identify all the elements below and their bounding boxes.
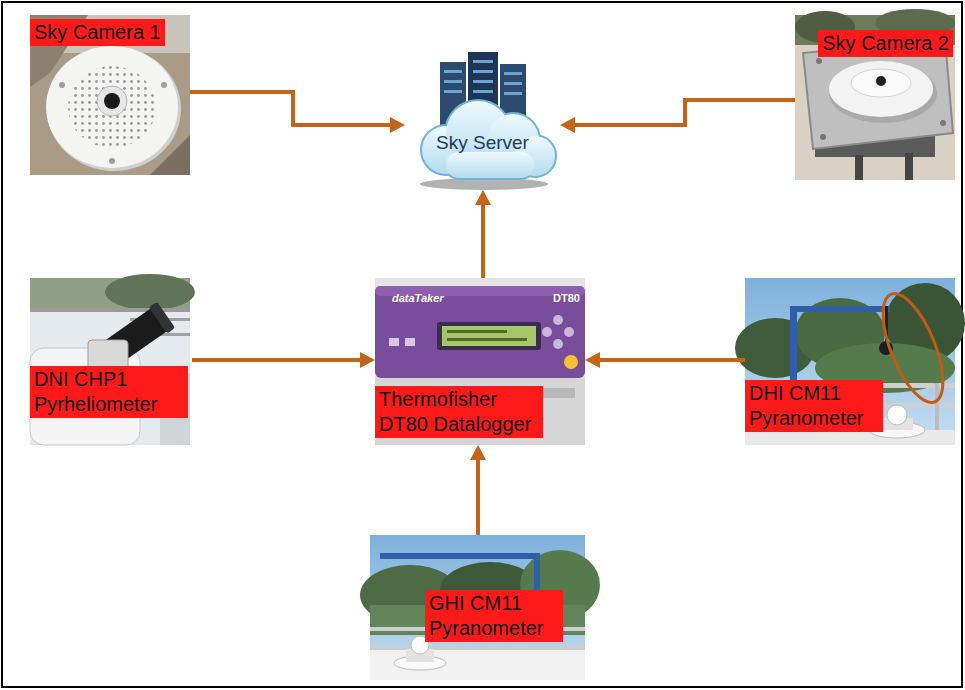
sensor-box: DNI CHP1 Pyrheliometer <box>30 278 192 445</box>
server-cloud: Sky Server <box>405 45 560 190</box>
data-arrow <box>190 92 405 133</box>
device-label: Sky Camera 2 <box>818 30 953 57</box>
device-label: Thermofisher DT80 Datalogger <box>375 386 543 438</box>
camera-box: Sky Camera 1 <box>30 15 190 175</box>
device-label: GHI CM11 Pyranometer <box>425 590 563 642</box>
arrow-line <box>476 458 480 535</box>
data-arrow <box>560 100 795 133</box>
arrow-head <box>470 445 486 460</box>
pyranometer-photo <box>735 278 965 445</box>
pyrheliometer-photo <box>30 274 195 445</box>
sensor-box: DHI CM11 Pyranometer <box>745 278 955 445</box>
sensor-box: GHI CM11 Pyranometer <box>370 535 585 680</box>
camera-photo <box>30 15 190 175</box>
arrow-line <box>190 92 392 125</box>
device-label: DHI CM11 Pyranometer <box>745 380 883 432</box>
camera-photo <box>795 9 955 180</box>
arrow-head <box>360 352 375 368</box>
device-label: Sky Camera 1 <box>30 19 165 46</box>
arrow-line <box>598 358 745 362</box>
arrow-line <box>192 358 362 362</box>
device-logo-text: DT80 <box>553 292 580 304</box>
server-label: Sky Server <box>436 131 529 155</box>
device-logo-text: dataTaker <box>392 292 444 304</box>
arrow-head <box>585 352 600 368</box>
device-label: DNI CHP1 Pyrheliometer <box>30 366 188 418</box>
arrow-head <box>560 117 575 133</box>
camera-box: Sky Camera 2 <box>795 15 955 180</box>
arrow-head <box>390 117 405 133</box>
arrow-line <box>573 100 795 125</box>
data-arrow <box>192 352 375 368</box>
data-arrow <box>585 352 745 368</box>
data-arrow <box>470 445 486 535</box>
pyranometer-photo <box>360 535 600 680</box>
datalogger-photo <box>375 278 585 445</box>
arrow-head <box>475 190 491 205</box>
data-arrow <box>475 190 491 278</box>
server-cloud-icon <box>420 52 557 190</box>
arrow-line <box>481 203 485 278</box>
